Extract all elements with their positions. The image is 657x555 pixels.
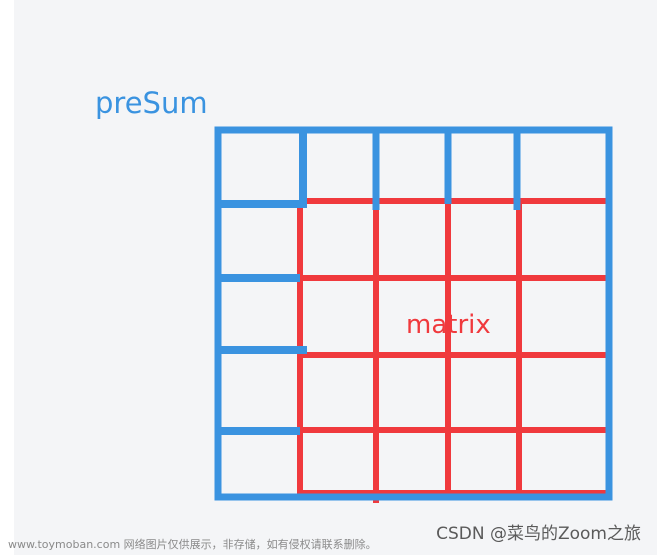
watermark-left: www.toymoban.com 网络图片仅供展示，非存储，如有侵权请联系删除。 (8, 538, 377, 551)
watermark-right: CSDN @菜鸟的Zoom之旅 (436, 524, 641, 544)
matrix-grid (297, 198, 612, 503)
presum-label: preSum (95, 86, 208, 120)
matrix-label: matrix (406, 310, 491, 340)
presum-border (214, 126, 613, 501)
presum-grid (214, 126, 613, 501)
